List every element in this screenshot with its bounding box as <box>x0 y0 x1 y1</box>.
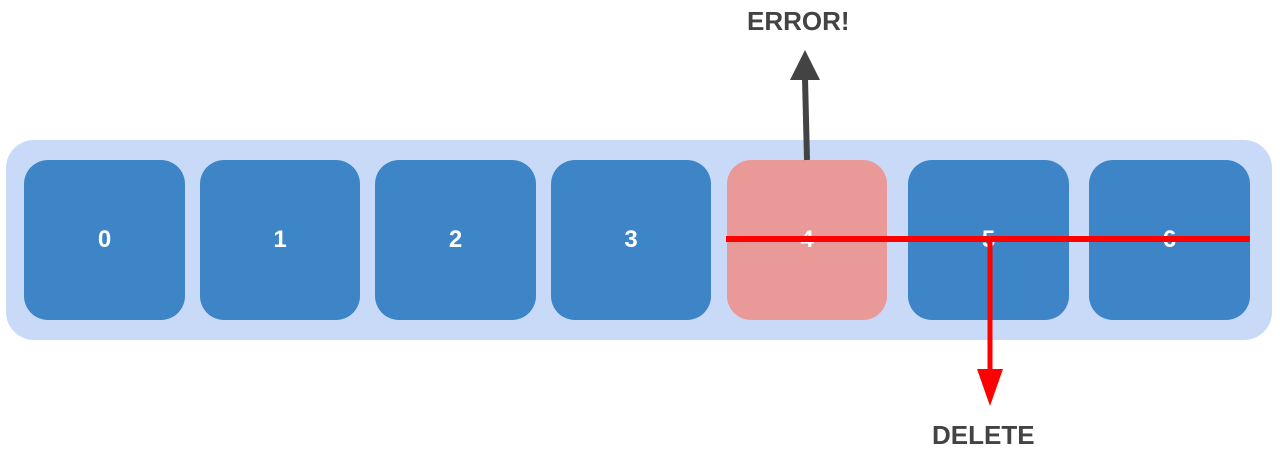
error-arrow-head <box>790 50 820 80</box>
array-cell: 2 <box>375 160 536 320</box>
array-cell: 6 <box>1089 160 1250 320</box>
delete-arrow-head <box>977 369 1003 406</box>
array-cell: 3 <box>551 160 711 320</box>
array-cell: 0 <box>24 160 185 320</box>
error-label: ERROR! <box>747 6 850 36</box>
delete-label: DELETE <box>932 420 1035 450</box>
array-cell: 1 <box>200 160 360 320</box>
array-cell-highlighted: 4 <box>727 160 887 320</box>
array-cell: 5 <box>908 160 1069 320</box>
